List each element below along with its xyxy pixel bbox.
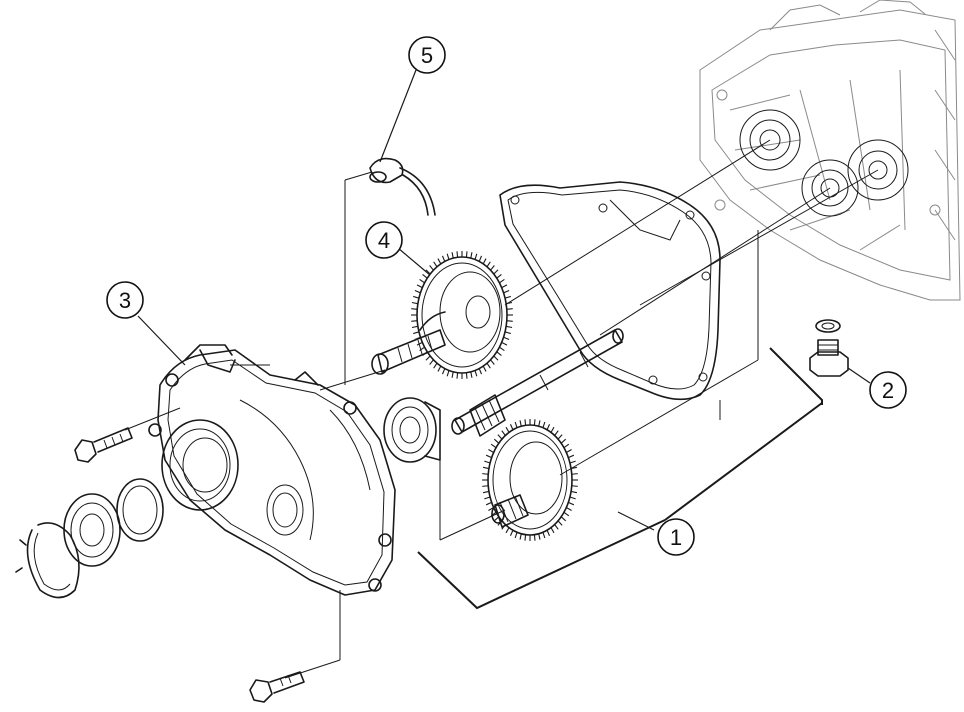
cover-bolt-upper (74, 427, 133, 463)
crankcase-housing (699, 0, 961, 301)
shaft-bearing (383, 397, 441, 463)
output-gear-shaft (371, 256, 508, 375)
reduction-gear (487, 424, 573, 536)
callout-2-label: 2 (882, 378, 894, 403)
speed-sensor (369, 157, 436, 216)
circlip (15, 522, 80, 599)
callout-4: 4 (365, 221, 403, 259)
drain-bolt (809, 319, 849, 377)
callout-1: 1 (657, 518, 695, 556)
reduction-gear-teeth (482, 419, 578, 541)
callout-3-label: 3 (119, 288, 131, 313)
cover-bolt-lower (249, 671, 305, 703)
callout-3: 3 (106, 281, 144, 319)
callout-5: 5 (408, 36, 446, 74)
callout-1-label: 1 (670, 525, 682, 550)
left-bearing (63, 493, 121, 567)
callout-4-label: 4 (378, 228, 390, 253)
callout-5-label: 5 (421, 43, 433, 68)
oil-seal (116, 478, 164, 542)
output-gear-teeth (411, 251, 513, 379)
leader-lines (137, 69, 871, 531)
cover-gasket (499, 181, 721, 401)
gearbox-cover (148, 344, 396, 596)
assembly-bracket (417, 347, 823, 610)
pinion-shaft (451, 328, 624, 437)
callout-2: 2 (869, 371, 907, 409)
